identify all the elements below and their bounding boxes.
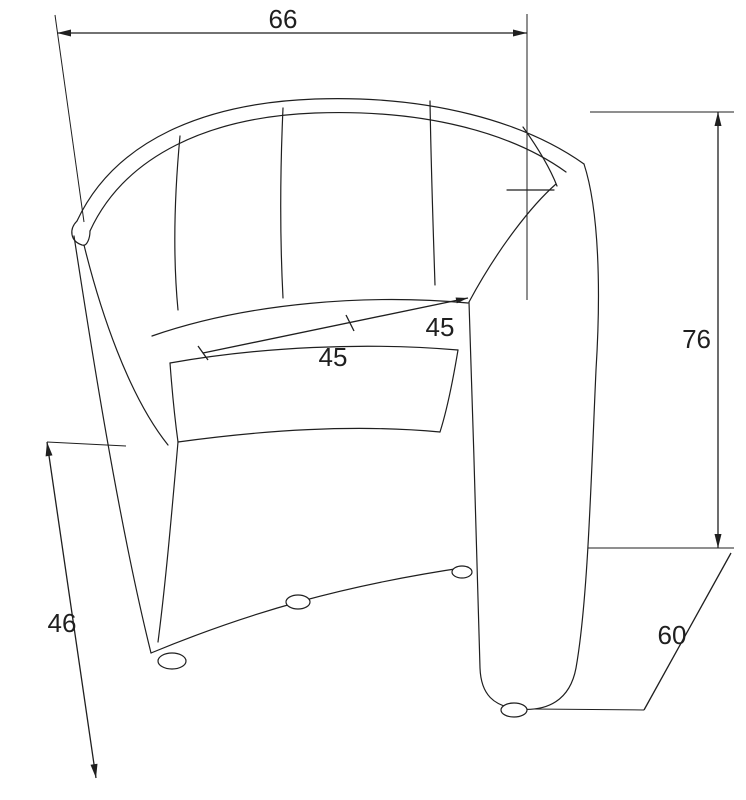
chair-foot-front-left [157,652,187,670]
chair-foot-front-middle [285,594,311,610]
chair-right-arm-panel [468,163,600,711]
drawing-root: 66 76 45 45 [45,4,734,779]
seat-height-label: 46 [48,608,77,638]
chair-drawing [71,98,600,718]
width-arrow-right [513,29,527,37]
dimension-seat-height: 46 [45,441,127,779]
chair-left-arm-front-edge [83,244,169,446]
chair-back-seam-3 [429,100,436,286]
dimension-height: 76 [588,111,734,549]
chair-back-seam-1 [174,135,181,311]
seat-depth-label: 45 [426,312,455,342]
seat-height-arrow-bottom [90,763,98,778]
width-label: 66 [269,4,298,34]
chair-base-skirt [150,566,469,654]
chair-back-seat-junction [151,299,469,337]
dimension-width: 66 [54,4,528,300]
chair-back-rim-outer [76,98,585,222]
dimension-depth: 60 [532,552,732,711]
depth-extension-bottom [532,708,645,711]
seat-dimension-line [202,297,469,354]
chair-left-arm-cap [71,220,91,246]
seat-height-dimension-line [46,441,97,779]
width-extension-left [54,14,85,223]
chair-base-left-corner [157,441,179,643]
chair-seat-right-corner [439,349,459,433]
chair-back-rim-inner [89,111,567,232]
height-arrow-bottom [714,534,722,548]
chair-seat-top-edge [169,345,459,364]
chair-seat-left-corner [169,362,179,443]
chair-back-seam-2 [280,107,284,299]
height-label: 76 [682,324,711,354]
seat-tick-left [197,345,209,361]
depth-label: 60 [658,620,687,650]
seat-height-arrow-top [45,442,53,457]
height-arrow-top [714,112,722,126]
chair-foot-rear-right [500,702,528,718]
chair-right-arm-fold [522,126,558,187]
chair-right-arm-inner-edge [468,183,557,303]
seat-tick-middle [345,314,355,332]
seat-arrow-right [455,297,468,304]
width-arrow-left [57,29,71,37]
seat-height-extension-top [46,441,127,447]
seat-width-label: 45 [319,342,348,372]
dimension-seat: 45 45 [197,297,469,372]
chair-foot-front-right [451,565,473,579]
depth-dimension-line [643,552,732,711]
chair-left-arm-outer-edge [73,235,152,654]
chair-seat-front-edge [177,427,441,443]
